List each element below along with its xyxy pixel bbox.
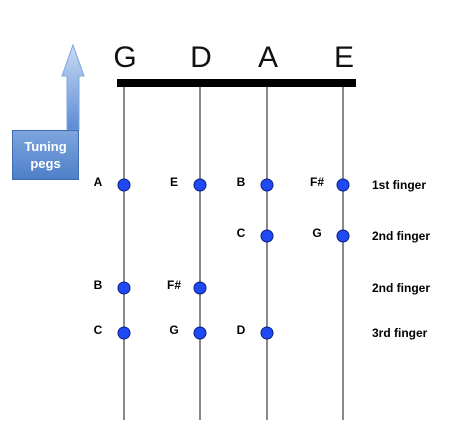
string-name-d: D <box>190 41 212 74</box>
string-name-g: G <box>113 41 137 74</box>
finger-dot <box>117 326 131 340</box>
note-label: A <box>93 175 103 189</box>
nut-bar <box>117 79 356 87</box>
finger-dot <box>336 229 350 243</box>
finger-dot <box>193 326 207 340</box>
up-arrow-icon <box>61 43 85 131</box>
note-label: D <box>236 323 246 337</box>
note-label: B <box>236 175 246 189</box>
finger-label: 2nd finger <box>372 229 431 243</box>
finger-dot <box>117 178 131 192</box>
note-label: G <box>169 323 179 337</box>
string-line-d <box>199 87 201 420</box>
finger-label: 1st finger <box>372 178 427 192</box>
string-name-a: A <box>257 41 278 74</box>
finger-dot <box>260 178 274 192</box>
finger-dot <box>117 281 131 295</box>
note-label: E <box>169 175 179 189</box>
note-label: G <box>312 226 322 240</box>
finger-dot <box>336 178 350 192</box>
finger-dot <box>260 326 274 340</box>
string-line-e <box>342 87 344 420</box>
string-name-e: E <box>333 41 354 74</box>
tuning-pegs-box: Tuning pegs <box>12 130 79 180</box>
note-label: C <box>93 323 103 337</box>
finger-dot <box>193 281 207 295</box>
finger-label: 2nd finger <box>372 281 431 295</box>
note-label: B <box>93 278 103 292</box>
finger-label: 3rd finger <box>372 326 428 340</box>
note-label: C <box>236 226 246 240</box>
tuning-pegs-label: Tuning pegs <box>24 139 67 171</box>
string-line-a <box>266 87 268 420</box>
note-label: F# <box>166 278 182 292</box>
finger-dot <box>193 178 207 192</box>
string-line-g <box>123 87 125 420</box>
note-label: F# <box>309 175 325 189</box>
finger-dot <box>260 229 274 243</box>
